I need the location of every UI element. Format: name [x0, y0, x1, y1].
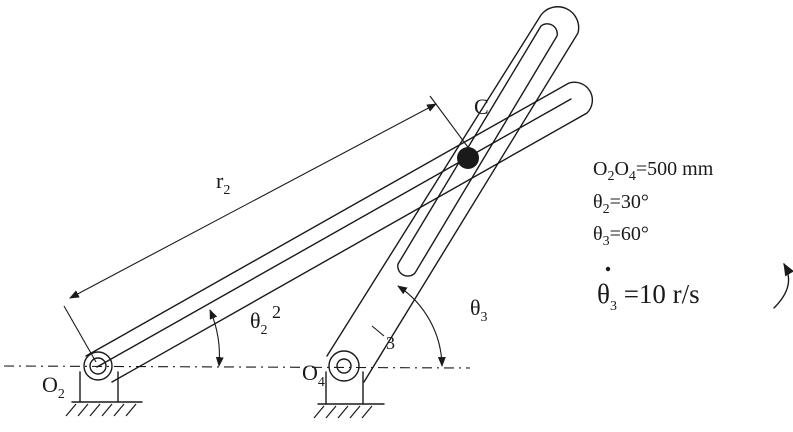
label-o2: O2: [42, 372, 65, 402]
ground-centerline: [3, 365, 471, 369]
rotation-arrow-icon: [773, 262, 793, 309]
link3-leader: [371, 325, 385, 337]
given-data: O2O4=500 mm θ2=30° θ3=60° θ3 =10 r/s: [593, 158, 714, 314]
given-o2o4: O2O4=500 mm: [593, 158, 714, 184]
pivot-o2: [65, 351, 143, 417]
slider-block-c: [457, 147, 479, 169]
label-link3-number: 3: [386, 333, 395, 353]
theta2-angle-arc: [209, 309, 224, 367]
label-r2: r2: [216, 168, 230, 198]
label-theta3: θ3: [470, 295, 488, 325]
label-theta2: θ2: [250, 308, 268, 338]
given-theta3: θ3=60°: [593, 223, 649, 249]
pivot-o4: [313, 350, 385, 419]
theta3-angle-arc: [397, 285, 446, 367]
theta3-rate-dot: [605, 266, 611, 272]
label-link2-number: 2: [272, 302, 281, 322]
r2-dimension: [63, 95, 471, 363]
label-c: C: [474, 94, 489, 119]
given-theta2: θ2=30°: [593, 191, 649, 217]
label-o4: O4: [302, 360, 325, 390]
ground-hatch-o2: [65, 403, 137, 417]
ground-hatch-o4: [313, 405, 373, 419]
given-theta3-rate: θ3 =10 r/s: [597, 279, 700, 314]
link-3: [326, 6, 580, 383]
